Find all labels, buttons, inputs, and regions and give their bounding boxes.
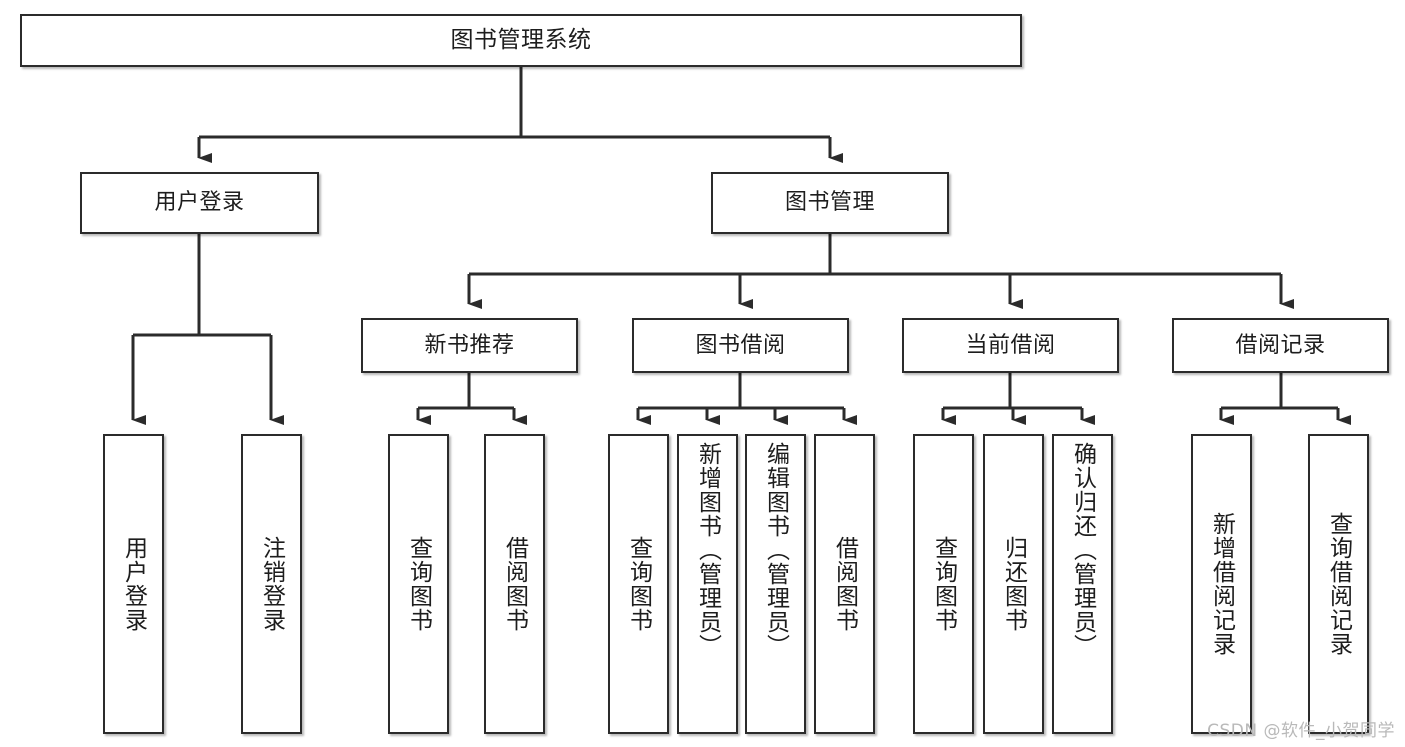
leaf-add-borrow-record-label: 新增借阅记录 <box>1208 512 1235 656</box>
node-user-login-label: 用户登录 <box>154 190 245 216</box>
leaf-newbook-borrow-book[interactable]: 借阅图书 <box>484 434 545 734</box>
csdn-watermark: CSDN @软件_小贺同学 <box>1207 721 1395 741</box>
leaf-edit-book-admin[interactable]: 编辑图书（管理员） <box>745 434 806 734</box>
leaf-newbook-borrow-book-label: 借阅图书 <box>501 536 528 632</box>
leaf-query-borrow-record-label: 查询借阅记录 <box>1325 512 1352 656</box>
leaf-current-query-book-label: 查询图书 <box>930 536 957 632</box>
leaf-confirm-return-admin[interactable]: 确认归还（管理员） <box>1052 434 1113 734</box>
leaf-add-book-admin[interactable]: 新增图书（管理员） <box>677 434 738 734</box>
leaf-edit-book-admin-label: 编辑图书（管理员） <box>762 442 789 658</box>
leaf-query-borrow-record[interactable]: 查询借阅记录 <box>1308 434 1369 734</box>
leaf-user-login-label: 用户登录 <box>120 536 147 632</box>
node-book-management-label: 图书管理 <box>784 190 875 216</box>
leaf-current-query-book[interactable]: 查询图书 <box>913 434 974 734</box>
leaf-confirm-return-admin-label: 确认归还（管理员） <box>1069 442 1096 658</box>
leaf-logout[interactable]: 注销登录 <box>241 434 302 734</box>
leaf-logout-label: 注销登录 <box>258 536 285 632</box>
node-new-book-recommend-label: 新书推荐 <box>424 332 515 358</box>
leaf-borrow-book-label: 借阅图书 <box>831 536 858 632</box>
leaf-add-book-admin-label: 新增图书（管理员） <box>694 442 721 658</box>
leaf-borrow-query-book-label: 查询图书 <box>625 536 652 632</box>
node-user-login[interactable]: 用户登录 <box>80 172 319 234</box>
node-current-borrow-label: 当前借阅 <box>965 332 1056 358</box>
node-borrow-record[interactable]: 借阅记录 <box>1172 318 1389 373</box>
leaf-user-login[interactable]: 用户登录 <box>103 434 164 734</box>
node-current-borrow[interactable]: 当前借阅 <box>902 318 1119 373</box>
leaf-add-borrow-record[interactable]: 新增借阅记录 <box>1191 434 1252 734</box>
leaf-return-book-label: 归还图书 <box>1000 536 1027 632</box>
node-borrow-record-label: 借阅记录 <box>1235 332 1326 358</box>
node-book-borrow-label: 图书借阅 <box>695 332 786 358</box>
node-book-management[interactable]: 图书管理 <box>711 172 949 234</box>
leaf-borrow-query-book[interactable]: 查询图书 <box>608 434 669 734</box>
leaf-newbook-query-book-label: 查询图书 <box>405 536 432 632</box>
leaf-borrow-book[interactable]: 借阅图书 <box>814 434 875 734</box>
node-book-borrow[interactable]: 图书借阅 <box>632 318 849 373</box>
leaf-newbook-query-book[interactable]: 查询图书 <box>388 434 449 734</box>
leaf-return-book[interactable]: 归还图书 <box>983 434 1044 734</box>
node-root[interactable]: 图书管理系统 <box>20 14 1022 67</box>
node-root-label: 图书管理系统 <box>450 26 592 53</box>
node-new-book-recommend[interactable]: 新书推荐 <box>361 318 578 373</box>
